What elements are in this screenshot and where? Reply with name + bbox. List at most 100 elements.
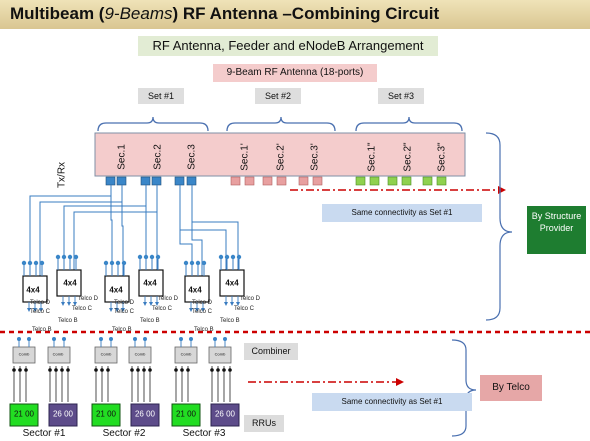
- cable-dot: [100, 368, 104, 372]
- connector-dot: [27, 260, 33, 266]
- combiner-box: [94, 346, 118, 364]
- output-arrow: [61, 302, 65, 306]
- connector-dot: [99, 337, 103, 341]
- sector-label-2: Sector #2: [102, 428, 146, 439]
- connector-dot: [218, 254, 224, 260]
- sector-label-1: Sector #1: [22, 428, 66, 439]
- output-arrow: [236, 302, 240, 306]
- cable-dot: [228, 368, 232, 372]
- output-arrow: [73, 302, 77, 306]
- mimo-label: 4x4: [26, 285, 40, 295]
- telco-label: Telco B: [140, 318, 160, 324]
- telco-label: Telco B: [58, 318, 78, 324]
- rru-box-2100: [171, 403, 201, 427]
- feeder-wire: [110, 185, 113, 276]
- output-arrow: [39, 308, 43, 312]
- antenna-port: [262, 176, 273, 186]
- connector-dot: [121, 260, 127, 266]
- connector-dot: [223, 337, 227, 341]
- combiner-box: [174, 346, 198, 364]
- feeder-wire: [179, 185, 227, 270]
- antenna-port: [105, 176, 116, 186]
- cable-dot: [148, 368, 152, 372]
- combiner-label: Combiner: [244, 343, 298, 360]
- antenna-port: [422, 176, 433, 186]
- connector-dot: [189, 260, 195, 266]
- rru-box-2600: [210, 403, 240, 427]
- connector-dot: [195, 260, 201, 266]
- dashed-arrow-head: [498, 186, 506, 194]
- sector-port-label: Sec.2": [402, 142, 414, 172]
- cable-dot: [130, 368, 134, 372]
- antenna-port: [355, 176, 366, 186]
- telco-label: Telco C: [192, 309, 213, 315]
- connector-dot: [103, 260, 109, 266]
- title-bar: [0, 0, 590, 29]
- subtitle: RF Antenna, Feeder and eNodeB Arrangemen…: [138, 36, 438, 56]
- by-telco-box: By Telco: [480, 375, 542, 401]
- connector-dot: [230, 254, 236, 260]
- antenna-port: [140, 176, 151, 186]
- cable-dot: [210, 368, 214, 372]
- connector-dot: [189, 337, 193, 341]
- telco-label: Telco D: [30, 300, 51, 306]
- mimo-label: 4x4: [63, 278, 77, 288]
- telco-label: Telco B: [32, 327, 52, 333]
- right-brace-provider: [485, 132, 513, 321]
- mimo-box: [138, 269, 164, 297]
- connector-dot: [143, 254, 149, 260]
- cable-dot: [136, 368, 140, 372]
- same-connectivity-note: Same connectivity as Set #1: [322, 204, 482, 222]
- cable-dot: [18, 368, 22, 372]
- antenna-port: [116, 176, 127, 186]
- mimo-label: 4x4: [225, 278, 239, 288]
- dashed-arrow-head: [396, 378, 404, 386]
- telco-label: Telco C: [30, 309, 51, 315]
- cable-dot: [66, 368, 70, 372]
- sector-port-label: Sec.2': [275, 143, 287, 171]
- output-arrow: [67, 302, 71, 306]
- connector-dot: [149, 254, 155, 260]
- antenna-port: [276, 176, 287, 186]
- mimo-label: 4x4: [143, 278, 157, 288]
- sector-port-label: Sec.1: [116, 144, 128, 170]
- connector-dot: [143, 337, 147, 341]
- connector-dot: [17, 337, 21, 341]
- connector-dot: [109, 260, 115, 266]
- feeder-wire: [121, 185, 124, 276]
- combiner-box: [208, 346, 232, 364]
- cable-dot: [174, 368, 178, 372]
- cable-dot: [54, 368, 58, 372]
- output-arrow: [189, 308, 193, 312]
- rru-value: 26 00: [214, 409, 236, 419]
- connector-dot: [27, 337, 31, 341]
- telco-label: Telco D: [114, 300, 135, 306]
- antenna-label: 9-Beam RF Antenna (18-ports): [213, 64, 377, 82]
- cable-dot: [12, 368, 16, 372]
- set-label-3: Set #3: [378, 88, 424, 104]
- output-arrow: [143, 302, 147, 306]
- cable-dot: [142, 368, 146, 372]
- output-arrow: [27, 308, 31, 312]
- sector-port-label: Sec.3: [186, 144, 198, 170]
- antenna-port: [174, 176, 185, 186]
- output-arrow: [230, 302, 234, 306]
- sector-port-label: Sec.1": [366, 142, 378, 172]
- telco-label: Telco D: [78, 296, 99, 302]
- rru-value: 21 00: [95, 409, 117, 419]
- telco-label: Telco C: [114, 309, 135, 315]
- sector-label-3: Sector #3: [182, 428, 226, 439]
- antenna-port: [230, 176, 241, 186]
- sector-port-label: Sec.1': [239, 143, 251, 171]
- combiner-box: [47, 346, 71, 364]
- connector-dot: [236, 254, 242, 260]
- cable-dot: [222, 368, 226, 372]
- mimo-label: 4x4: [188, 285, 202, 295]
- set-brace-1: [97, 116, 209, 132]
- txrx-label: Tx/Rx: [56, 161, 68, 189]
- output-arrow: [195, 308, 199, 312]
- telco-label: Telco B: [220, 318, 240, 324]
- sector-port-label: Sec.2: [152, 144, 164, 170]
- rru-box-2600: [130, 403, 160, 427]
